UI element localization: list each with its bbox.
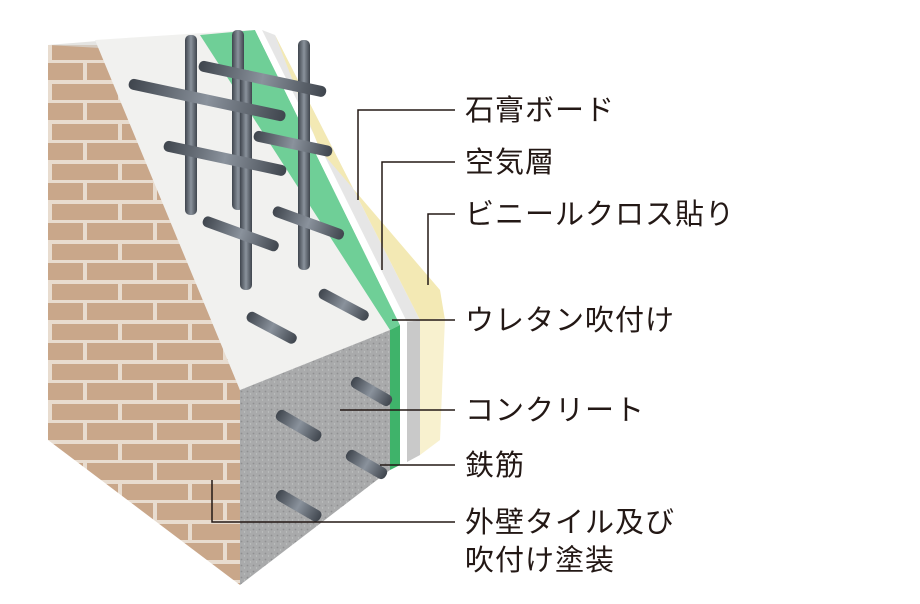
gypsum-board-front <box>407 320 420 462</box>
leader-gypsum <box>357 109 455 200</box>
label-vinyl-cloth: ビニールクロス貼り <box>465 197 736 231</box>
label-rebar: 鉄筋 <box>465 448 526 482</box>
label-air-layer: 空気層 <box>465 145 556 179</box>
vinyl-cloth-front <box>420 318 445 455</box>
vinyl-cloth <box>275 35 445 320</box>
label-urethane: ウレタン吹付け <box>465 303 676 337</box>
label-exterior-line2: 吹付け塗装 <box>465 543 616 577</box>
label-concrete: コンクリート <box>465 393 646 427</box>
label-exterior-line1: 外壁タイル及び <box>465 505 676 539</box>
leader-lines <box>211 109 455 523</box>
leader-exterior <box>211 480 455 523</box>
label-gypsum-board: 石膏ボード <box>465 93 616 127</box>
leader-air <box>381 161 455 270</box>
exterior-tile-face <box>48 45 240 585</box>
leader-vinyl <box>427 213 455 285</box>
air-layer <box>255 30 407 325</box>
urethane-front <box>390 325 400 470</box>
rebar-grid <box>128 30 393 522</box>
